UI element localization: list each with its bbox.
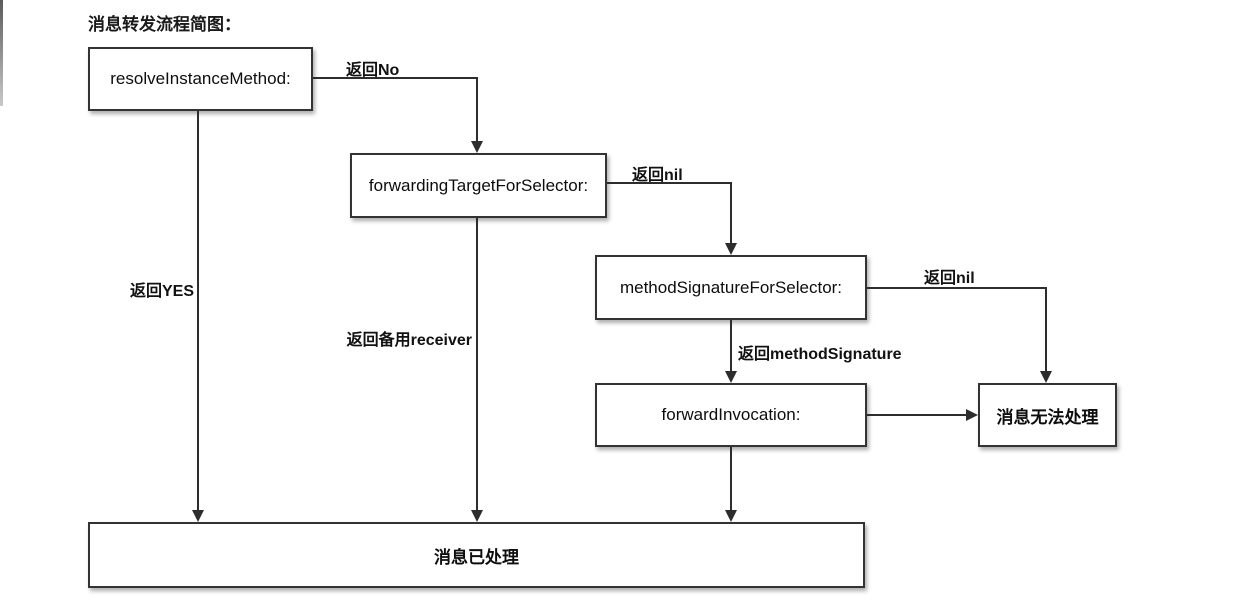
edge-label-return-no: 返回No	[346, 62, 400, 79]
edge-return-no-vline	[476, 77, 478, 143]
edge-return-nil1-vline	[730, 182, 732, 245]
arrowhead-down-icon	[192, 510, 204, 522]
node-message-unhandled: 消息无法处理	[978, 383, 1117, 447]
edge-label-return-yes: 返回YES	[129, 283, 194, 300]
edge-label-return-method-signature: 返回methodSignature	[738, 346, 902, 363]
node-forwarding-target-for-selector: forwardingTargetForSelector:	[350, 153, 607, 218]
edge-label-return-backup-receiver: 返回备用receiver	[346, 332, 472, 349]
edge-method-signature-vline	[730, 320, 732, 373]
edge-return-nil2-vline	[1045, 287, 1047, 373]
arrowhead-down-icon	[725, 371, 737, 383]
edge-label-return-nil-2: 返回nil	[924, 270, 975, 287]
edge-return-nil1-hline	[607, 182, 732, 184]
node-method-signature-for-selector: methodSignatureForSelector:	[595, 255, 867, 320]
node-resolve-instance-method: resolveInstanceMethod:	[88, 47, 313, 111]
diagram-title: 消息转发流程简图：	[88, 15, 241, 34]
edge-label-return-nil-1: 返回nil	[632, 167, 683, 184]
node-message-handled: 消息已处理	[88, 522, 865, 588]
edge-return-no-hline	[313, 77, 478, 79]
arrowhead-down-icon	[471, 510, 483, 522]
arrowhead-down-icon	[1040, 371, 1052, 383]
arrowhead-down-icon	[725, 510, 737, 522]
left-edge-artifact	[0, 0, 3, 106]
edge-return-nil2-hline	[867, 287, 1047, 289]
edge-return-yes-vline	[197, 111, 199, 512]
edge-backup-receiver-vline	[476, 218, 478, 512]
arrowhead-right-icon	[966, 409, 978, 421]
arrowhead-down-icon	[725, 243, 737, 255]
arrowhead-down-icon	[471, 141, 483, 153]
edge-invocation-to-handled-vline	[730, 447, 732, 512]
node-forward-invocation: forwardInvocation:	[595, 383, 867, 447]
edge-invocation-to-unhandled-hline	[867, 414, 967, 416]
